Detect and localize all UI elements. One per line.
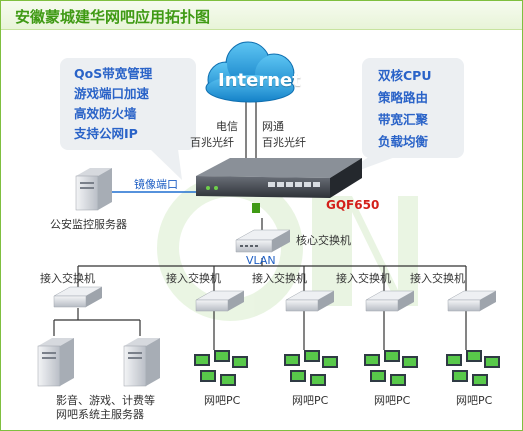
pc-cluster-2-icon	[284, 350, 338, 386]
main-server-caption-line1: 影音、游戏、计费等	[56, 394, 155, 407]
isp-telecom-speed: 百兆光纤	[190, 136, 234, 149]
access-switch-4-label: 接入交换机	[336, 272, 391, 285]
feature-public-ip: 支持公网IP	[74, 126, 138, 141]
access-switch-4-icon	[365, 290, 415, 312]
access-switch-3-icon	[285, 290, 335, 312]
pc-cluster-2-label: 网吧PC	[292, 394, 329, 407]
access-switch-5-label: 接入交换机	[410, 272, 465, 285]
pc-cluster-1-label: 网吧PC	[204, 394, 241, 407]
pc-cluster-4-icon	[446, 350, 500, 386]
isp-telecom: 电信	[216, 120, 238, 133]
main-server-2-icon	[123, 338, 160, 387]
right-feature-bubble	[362, 58, 464, 158]
vlan-label: VLAN	[246, 254, 276, 267]
access-switch-3-label: 接入交换机	[252, 272, 307, 285]
pc-cluster-1-icon	[194, 350, 248, 386]
title-bar: 安徽蒙城建华网吧应用拓扑图	[1, 1, 522, 30]
feature-bw-aggregation: 带宽汇聚	[378, 112, 429, 127]
pc-cluster-3-label: 网吧PC	[374, 394, 411, 407]
diagram-title: 安徽蒙城建华网吧应用拓扑图	[15, 8, 211, 26]
main-server-caption-line2: 网吧系统主服务器	[56, 408, 144, 421]
feature-policy-route: 策略路由	[378, 90, 429, 105]
police-server-label: 公安监控服务器	[50, 218, 127, 231]
pc-cluster-3-icon	[364, 350, 418, 386]
access-switch-2-icon	[195, 290, 245, 312]
pc-cluster-4-label: 网吧PC	[456, 394, 493, 407]
core-switch-label: 核心交换机	[296, 234, 351, 247]
feature-load-balance: 负载均衡	[378, 134, 429, 149]
access-switch-5-icon	[447, 290, 497, 312]
internet-label: Internet	[218, 70, 301, 91]
feature-dual-cpu: 双核CPU	[378, 68, 432, 83]
mirror-port-label: 镜像端口	[134, 178, 178, 191]
access-switch-1-label: 接入交换机	[40, 272, 95, 285]
main-server-1-icon	[37, 338, 74, 387]
isp-netcom: 网通	[262, 120, 284, 133]
feature-firewall: 高效防火墙	[74, 106, 137, 121]
router-model-label: GQF650	[326, 198, 380, 212]
access-switch-2-label: 接入交换机	[166, 272, 221, 285]
feature-game-accel: 游戏端口加速	[74, 86, 150, 101]
left-feature-bubble	[60, 58, 196, 150]
access-switch-1-icon	[53, 286, 103, 308]
isp-netcom-speed: 百兆光纤	[262, 136, 306, 149]
feature-qos: QoS带宽管理	[74, 66, 153, 81]
